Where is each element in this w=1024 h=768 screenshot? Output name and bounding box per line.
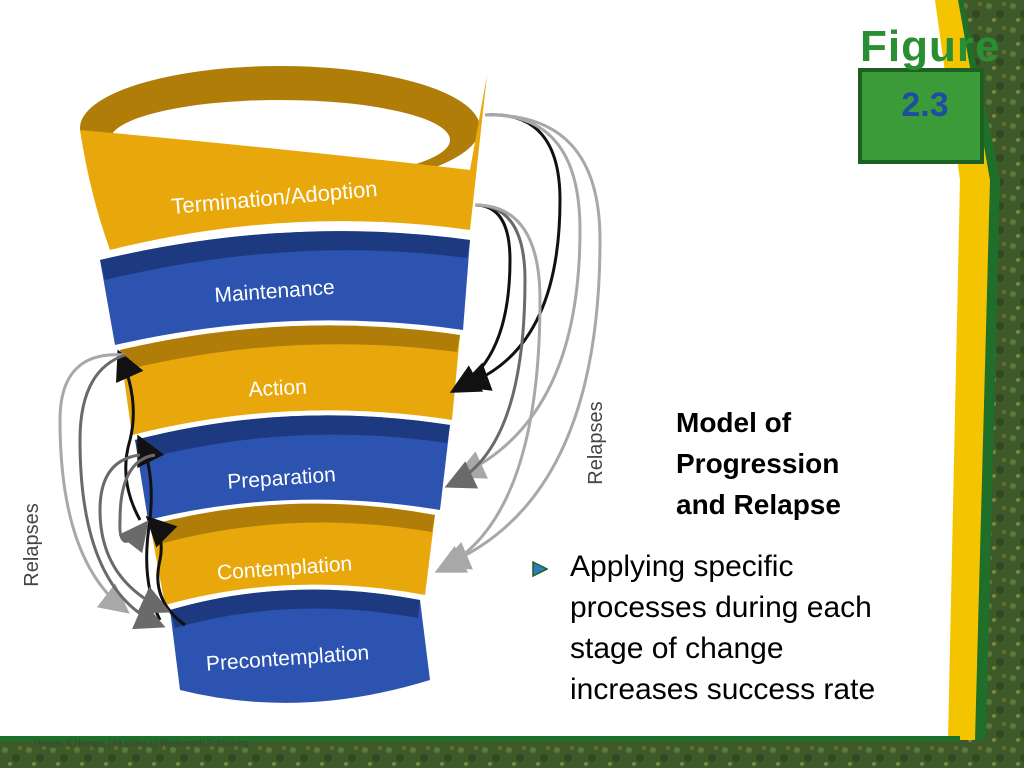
bullet-line-2: processes during each — [570, 591, 872, 624]
relapses-label-right: Relapses — [585, 401, 607, 484]
figure-label: Figure — [860, 22, 1001, 71]
band-action — [120, 325, 460, 435]
triangle-bullet-icon — [532, 561, 548, 577]
bottom-grass-strip — [0, 740, 1024, 768]
figure-badge — [858, 68, 984, 164]
title-line-1: Model of — [676, 407, 792, 438]
figure-number: 2.3 — [901, 86, 949, 124]
relapses-label-left: Relapses — [21, 503, 43, 586]
band-precontemplation — [170, 589, 430, 703]
right-yellow-band — [935, 0, 990, 740]
slide-title: Model of Progression and Relapse — [676, 402, 916, 525]
relapse-arrows-left — [58, 353, 171, 630]
footer-credit: Hoeger & Hoeger, (All slides c) Wadswort… — [34, 738, 249, 748]
relapse-arrow-right-1 — [459, 113, 562, 391]
relapse-arrow-right-2 — [454, 113, 582, 479]
relapse-arrow-right-5 — [444, 203, 527, 489]
band-preparation — [135, 415, 450, 520]
bottom-green-edge — [0, 736, 960, 742]
bullet-line-3: stage of change — [570, 632, 784, 665]
title-line-3: and Relapse — [676, 489, 841, 520]
relapse-arrow-left-3 — [98, 453, 171, 614]
relapse-arrow-left-2 — [78, 353, 166, 630]
bullet-text: Applying specific processes during each … — [570, 546, 930, 710]
relapse-arrow-right-4 — [449, 203, 512, 393]
arrow-preparation-to-action — [116, 349, 144, 521]
band-maintenance — [100, 231, 470, 345]
relapse-arrows-right — [434, 113, 602, 573]
bullet-line-4: increases success rate — [570, 673, 876, 706]
relapse-arrow-left-1 — [58, 353, 130, 614]
relapse-arrow-left-4 — [118, 453, 156, 554]
relapse-arrow-right-3 — [439, 113, 602, 570]
stages-of-change-spiral: Termination/Adoption Maintenance Action … — [21, 66, 607, 703]
band-contemplation — [150, 503, 435, 605]
title-line-2: Progression — [676, 448, 840, 479]
band-termination-adoption — [80, 66, 487, 250]
stage-label-action: Action — [248, 375, 307, 401]
bullet-line-1: Applying specific — [570, 550, 794, 583]
relapse-arrow-right-6 — [434, 203, 542, 573]
